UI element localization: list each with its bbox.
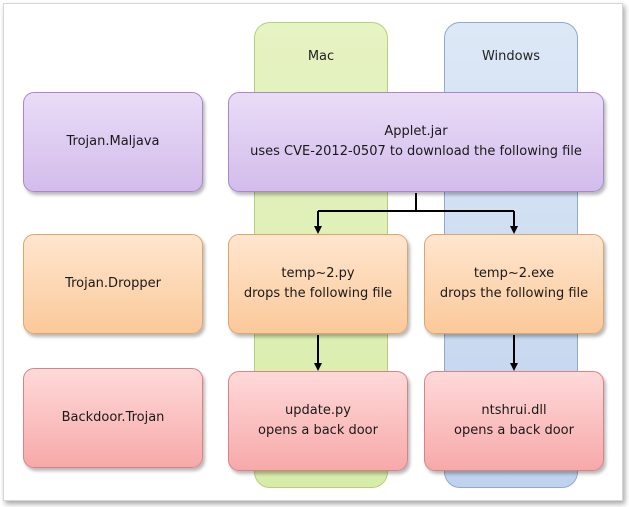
win-payload-title: ntshrui.dll: [481, 403, 547, 418]
mac-payload-title: update.py: [285, 403, 351, 418]
row-label-dropper-text: Trojan.Dropper: [65, 276, 161, 291]
applet-description: uses CVE-2012-0507 to download the follo…: [250, 144, 582, 159]
applet-box: Applet.jar uses CVE-2012-0507 to downloa…: [228, 92, 604, 192]
win-dropper-box: temp~2.exe drops the following file: [424, 234, 604, 334]
row-label-dropper: Trojan.Dropper: [23, 234, 203, 334]
row-label-backdoor-text: Backdoor.Trojan: [61, 410, 165, 425]
win-payload-box: ntshrui.dll opens a back door: [424, 371, 604, 471]
win-dropper-description: drops the following file: [439, 286, 589, 301]
mac-payload-description: opens a back door: [258, 423, 378, 438]
row-label-maljava: Trojan.Maljava: [23, 92, 203, 192]
row-label-maljava-text: Trojan.Maljava: [66, 134, 160, 149]
windows-column-label: Windows: [481, 49, 541, 64]
mac-payload-box: update.py opens a back door: [228, 371, 408, 471]
applet-title: Applet.jar: [384, 124, 448, 139]
win-payload-description: opens a back door: [454, 423, 574, 438]
mac-dropper-description: drops the following file: [243, 286, 393, 301]
mac-column-label: Mac: [307, 49, 335, 64]
mac-dropper-box: temp~2.py drops the following file: [228, 234, 408, 334]
win-dropper-title: temp~2.exe: [473, 266, 555, 281]
mac-dropper-title: temp~2.py: [281, 266, 355, 281]
row-label-backdoor: Backdoor.Trojan: [23, 368, 203, 468]
